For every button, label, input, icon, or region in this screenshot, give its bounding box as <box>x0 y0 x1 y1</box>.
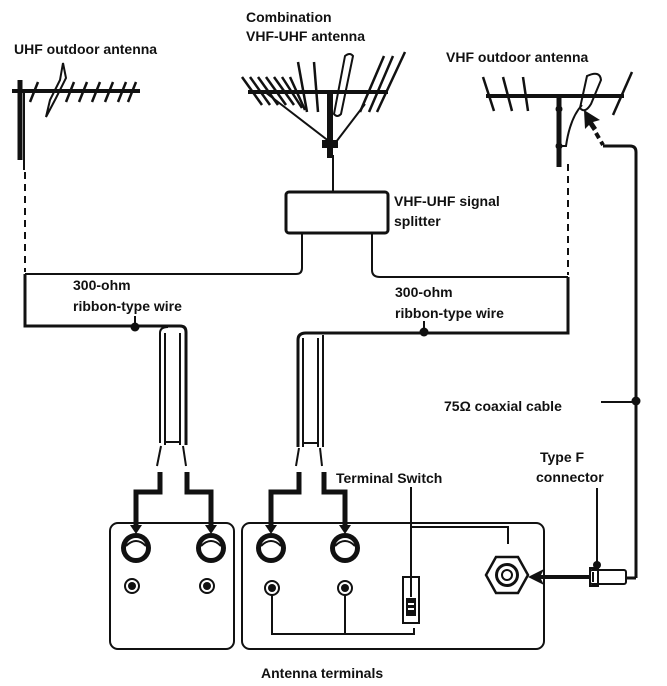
terminal-feed-leads <box>133 472 348 527</box>
coax-input-jack[interactable] <box>484 555 530 595</box>
screw-terminals <box>121 533 360 563</box>
type-f-label-line2: connector <box>536 469 604 485</box>
switch-to-coax-wire <box>411 526 509 544</box>
uhf-antenna <box>12 62 140 170</box>
ribbon-wire-left <box>23 274 188 467</box>
coaxial-cable <box>601 396 641 580</box>
type-f-connector <box>528 488 627 587</box>
splitter-label-line1: VHF-UHF signal <box>394 193 500 209</box>
vhf-antenna <box>481 71 638 400</box>
combination-antenna <box>240 51 407 192</box>
screw-terminal <box>121 533 151 563</box>
splitter-output-right <box>371 233 568 278</box>
ribbon-right-label-line1: 300-ohm <box>395 284 453 300</box>
vhf-antenna-label: VHF outdoor antenna <box>446 49 589 65</box>
ribbon-right-label-line2: ribbon-type wire <box>395 305 504 321</box>
terminal-switch[interactable] <box>402 487 420 624</box>
terminal-switch-label: Terminal Switch <box>336 470 442 486</box>
ribbon-wire-right <box>295 277 570 467</box>
type-f-label-line1: Type F <box>540 449 585 465</box>
screw-terminal <box>256 533 286 563</box>
screw-terminal <box>196 533 226 563</box>
ribbon-left-label-line1: 300-ohm <box>73 277 131 293</box>
coax-label: 75Ω coaxial cable <box>444 398 562 414</box>
splitter-output-left <box>25 233 303 275</box>
combination-antenna-label-line2: VHF-UHF antenna <box>246 28 365 44</box>
uhf-terminal-panel <box>109 522 235 650</box>
small-jacks <box>124 578 353 596</box>
screw-terminal <box>330 533 360 563</box>
uhf-antenna-label: UHF outdoor antenna <box>14 41 157 57</box>
antenna-terminals-label: Antenna terminals <box>261 665 383 681</box>
signal-splitter <box>284 190 390 235</box>
combination-antenna-label-line1: Combination <box>246 9 332 25</box>
splitter-label-line2: splitter <box>394 213 441 229</box>
ribbon-left-label-line2: ribbon-type wire <box>73 298 182 314</box>
vhf-terminal-panel <box>241 522 545 650</box>
jack-bus-wire <box>271 595 415 635</box>
